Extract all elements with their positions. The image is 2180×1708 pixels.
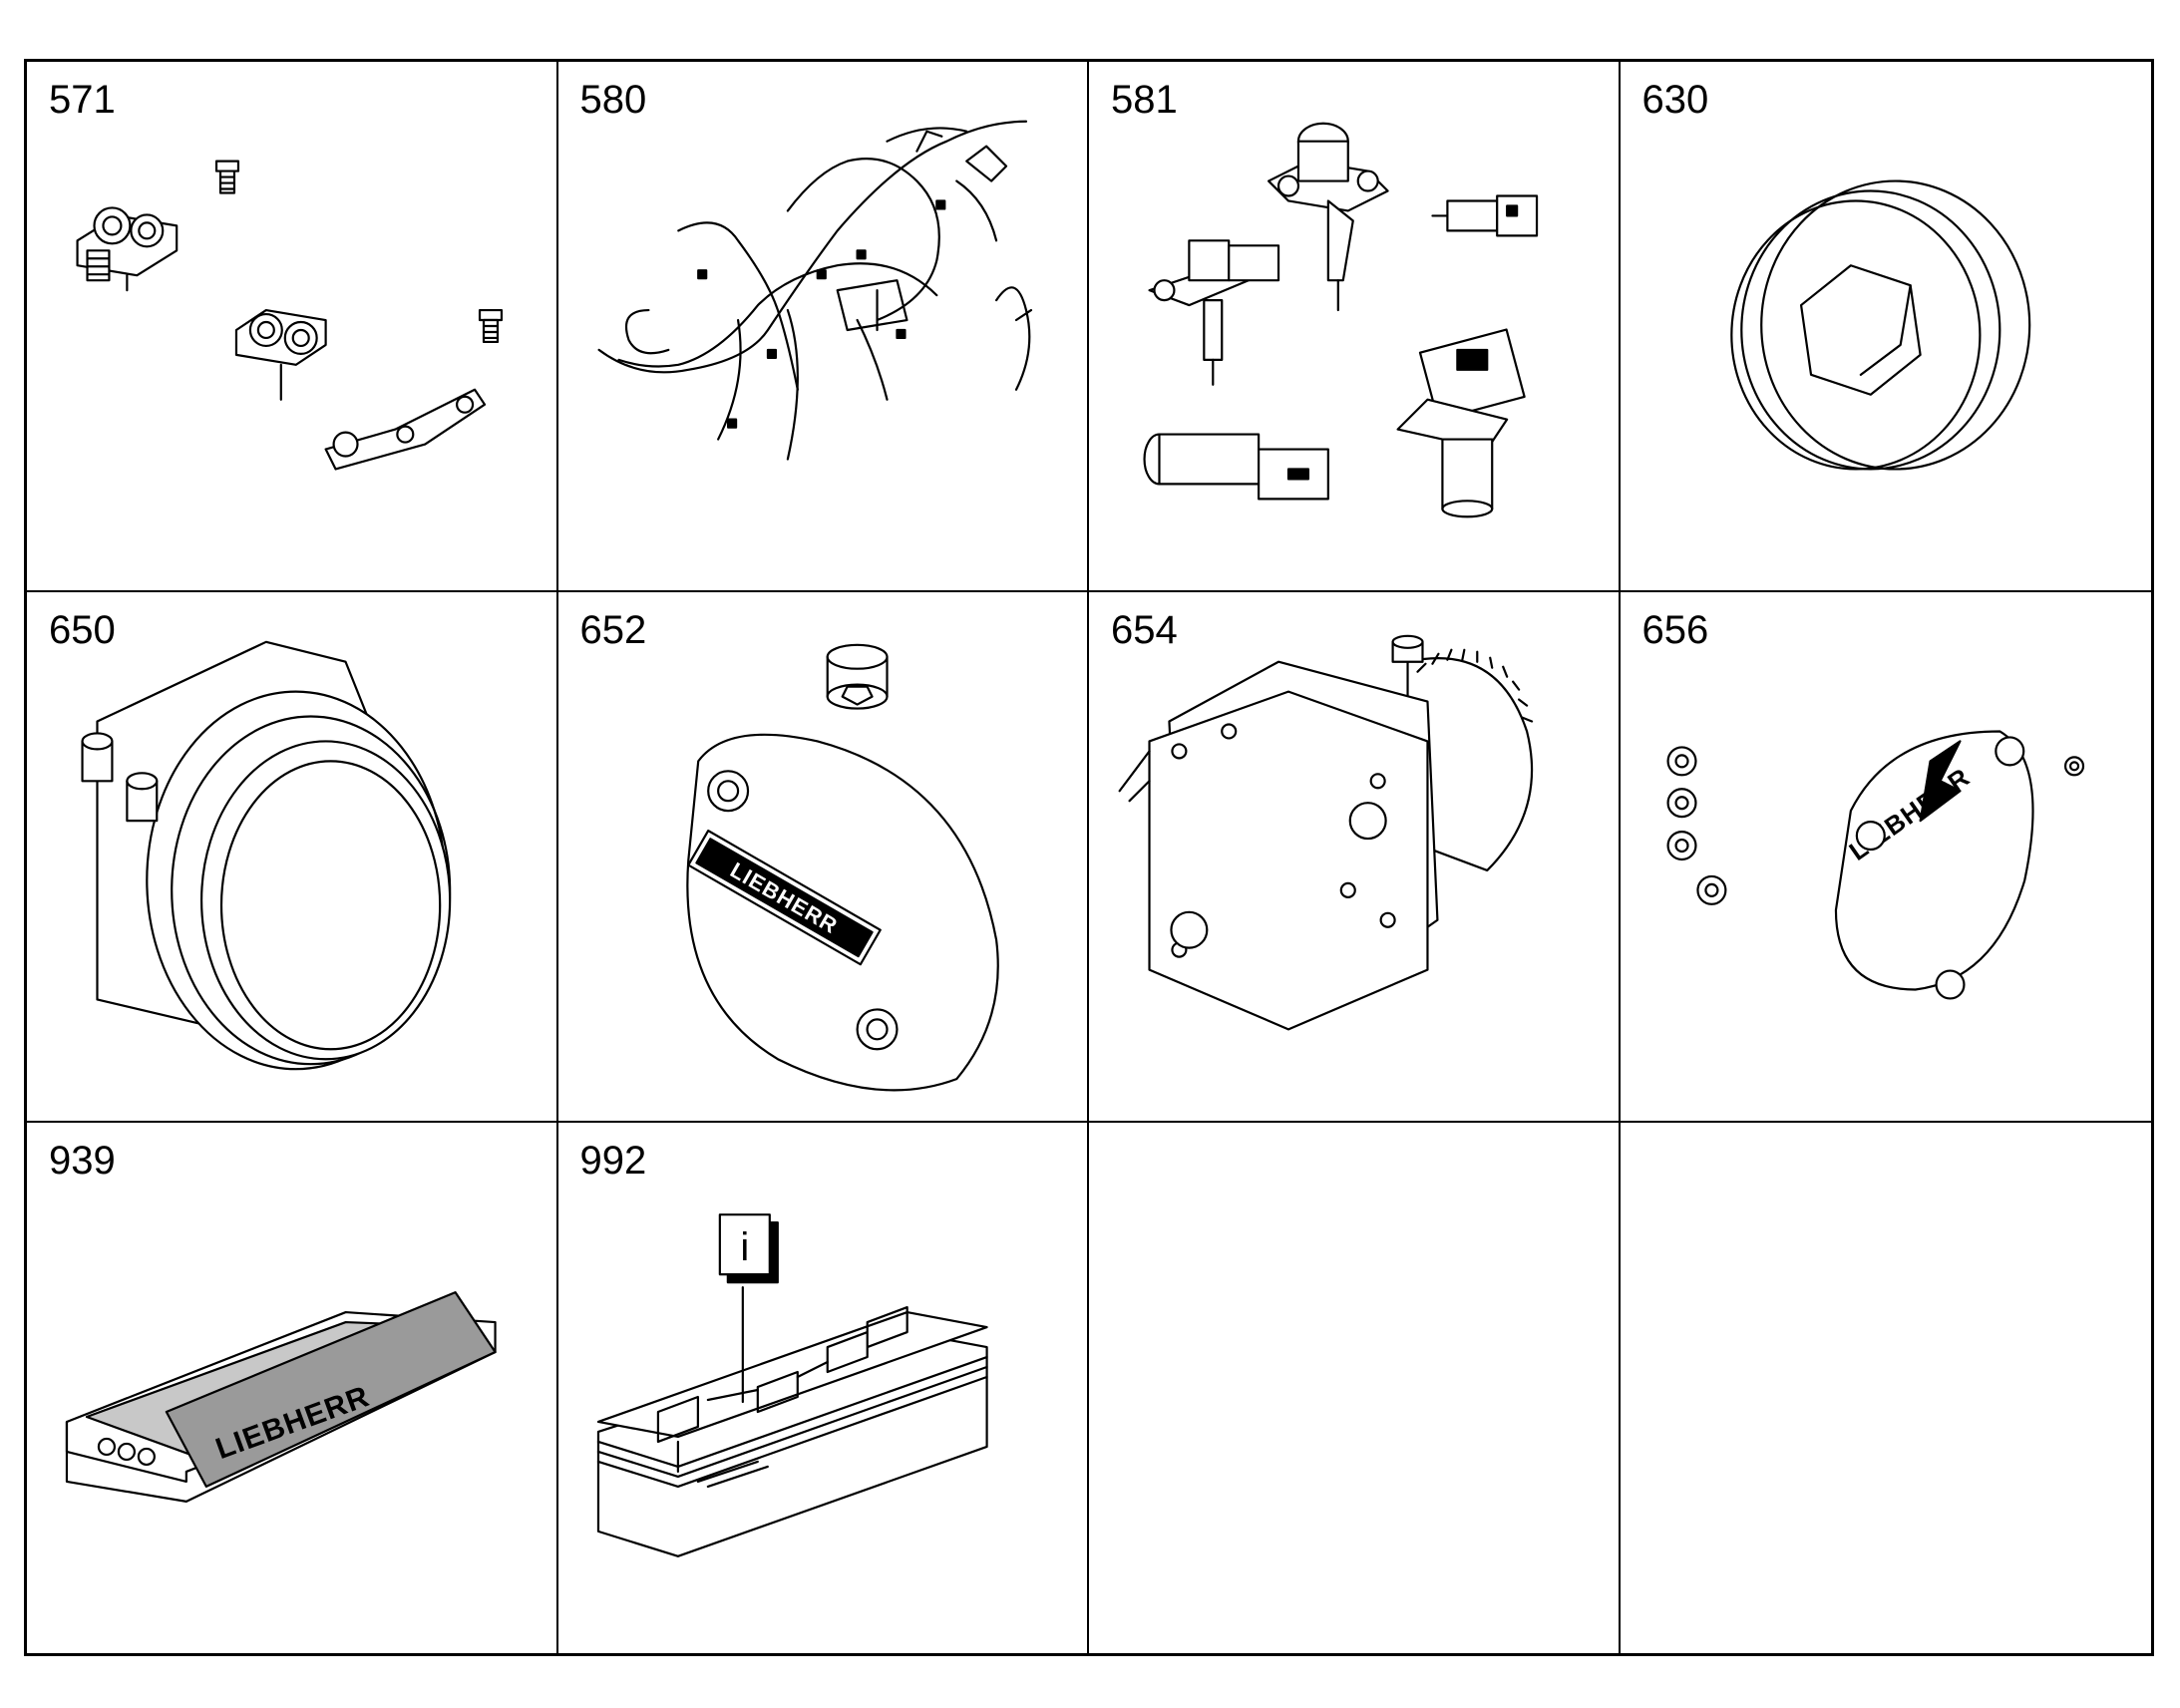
part-cell-581[interactable]: 581 <box>1089 62 1621 592</box>
part-cell-652[interactable]: 652 LIEBHERR <box>557 592 1089 1123</box>
part-cell-580[interactable]: 580 <box>557 62 1089 592</box>
part-number: 992 <box>579 1139 647 1183</box>
empty-cell <box>1621 1123 2152 1653</box>
flywheel-housing-icon <box>81 640 452 1071</box>
part-number: 652 <box>579 608 647 652</box>
part-cell-939[interactable]: 939 LIEBHERR <box>27 1123 558 1653</box>
parts-grid: 571 580 <box>24 59 2154 1656</box>
info-glyph: i <box>740 1225 749 1269</box>
info-manual-icon: i <box>596 1213 988 1557</box>
document-case-icon: LIEBHERR <box>65 1290 497 1503</box>
part-cell-654[interactable]: 654 <box>1089 592 1621 1123</box>
part-number: 630 <box>1641 78 1709 122</box>
part-cell-656[interactable]: 656 LIEBHERR <box>1620 592 2151 1123</box>
bracket-clamps-icon <box>76 160 504 471</box>
part-number: 656 <box>1641 608 1709 652</box>
wiring-harness-icon <box>597 120 1032 461</box>
part-number: 571 <box>49 78 116 122</box>
part-number: 581 <box>1111 78 1178 122</box>
part-number: 580 <box>579 78 647 122</box>
part-cell-992[interactable]: 992 i <box>558 1123 1089 1653</box>
empty-cell <box>1089 1123 1621 1653</box>
part-number: 654 <box>1111 608 1178 652</box>
sensors-icon <box>1143 122 1539 518</box>
part-cell-650[interactable]: 650 <box>27 592 558 1123</box>
hex-plug-icon <box>1729 179 2030 471</box>
cover-with-plugs-icon: LIEBHERR <box>1665 730 2084 1000</box>
part-cell-630[interactable]: 630 <box>1620 62 2151 592</box>
cover-plate-icon: LIEBHERR <box>685 643 999 1092</box>
part-cell-571[interactable]: 571 <box>27 62 558 592</box>
part-number: 650 <box>49 608 116 652</box>
part-number: 939 <box>49 1139 116 1183</box>
pump-assembly-icon <box>1118 634 1534 1031</box>
